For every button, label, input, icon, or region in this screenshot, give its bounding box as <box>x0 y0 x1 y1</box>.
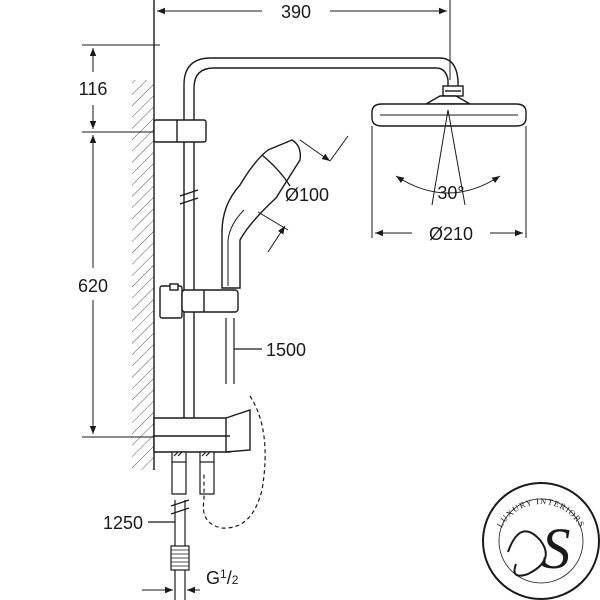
head-diameter-label: Ø210 <box>429 224 473 244</box>
shower-rail <box>179 140 199 420</box>
logo-swash <box>507 530 547 577</box>
hand-shower-diameter-label: Ø100 <box>285 185 329 205</box>
inlet-connectors <box>171 451 215 495</box>
thread-numerator: 1 <box>220 567 227 581</box>
shower-arm <box>183 57 464 120</box>
thread-label: G1/2 <box>206 567 239 588</box>
logo-monogram: S <box>542 516 571 581</box>
shower-head <box>371 95 527 127</box>
wall-bracket-top <box>153 119 207 143</box>
height-rail-label: 620 <box>78 276 108 296</box>
hand-shower-holder <box>159 283 239 319</box>
width-label: 390 <box>281 2 311 22</box>
pipe-length-label: 1250 <box>103 513 143 533</box>
wall <box>132 0 155 470</box>
hand-shower <box>221 139 302 289</box>
spray-angle-label: 30° <box>437 183 464 203</box>
hose-length-label: 1500 <box>266 340 306 360</box>
thread-slash: / <box>227 568 232 588</box>
head-diameter-dimension <box>371 126 527 238</box>
luxury-interiors-logo: LUXURY INTERIORS S <box>482 482 600 600</box>
thread-denominator: 2 <box>232 573 239 587</box>
hand-shower-diameter-dimension <box>257 135 349 253</box>
spray-angle-lines <box>395 109 501 206</box>
hose <box>202 318 266 529</box>
diverter-body <box>153 409 251 453</box>
supply-pipe <box>148 499 190 600</box>
height-dimensions <box>82 44 160 438</box>
width-dimension <box>153 0 451 80</box>
height-top-label: 116 <box>79 79 108 99</box>
thread-main: G <box>206 568 220 588</box>
